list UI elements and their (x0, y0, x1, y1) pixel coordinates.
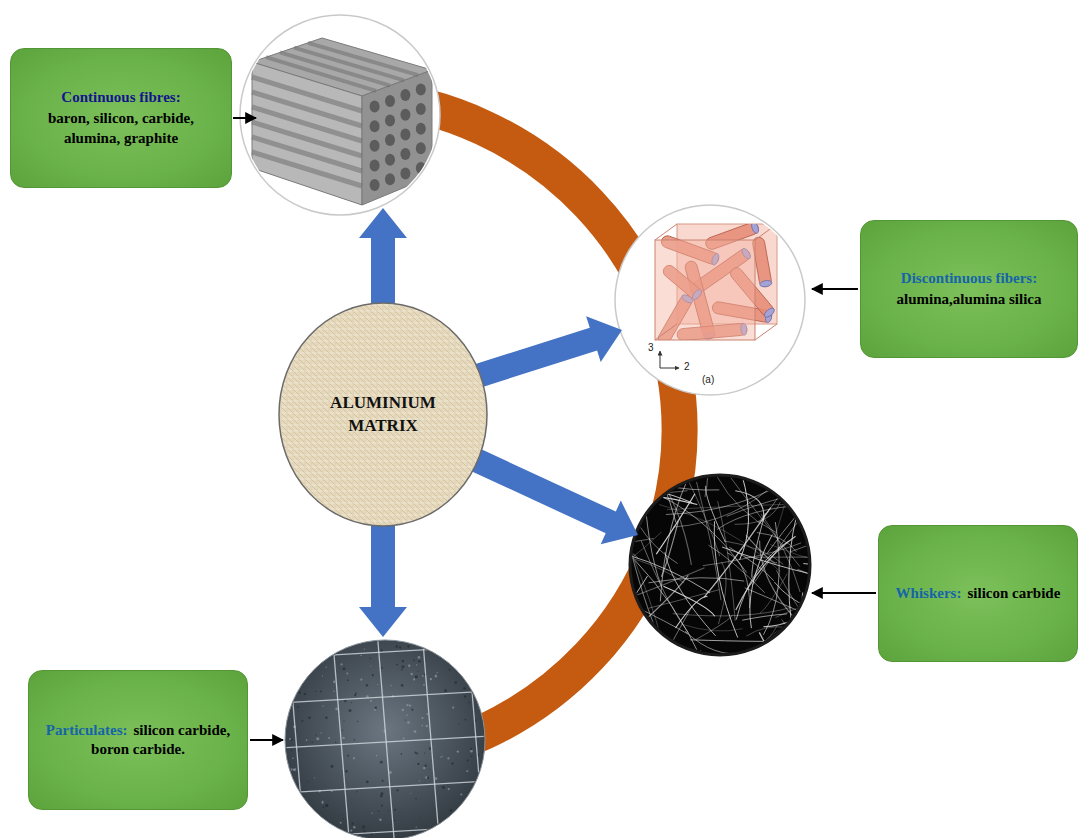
continuous-fibre-figure (240, 15, 440, 215)
category-box: Particulates:silicon carbide, boron carb… (28, 670, 248, 810)
category-box: Whiskers: silicon carbide (878, 525, 1078, 662)
block-arrow (359, 208, 407, 310)
category-members: baron, silicon, carbide, alumina, graphi… (27, 109, 215, 148)
block-arrow (461, 316, 622, 391)
matrix-circle: ALUMINIUM MATRIX (278, 302, 488, 527)
text-group: Discontinuous fibers:alumina,alumina sil… (877, 269, 1061, 310)
matrix-label: ALUMINIUM MATRIX (318, 392, 448, 438)
category-heading: Whiskers: (896, 584, 962, 604)
block-arrow (460, 444, 638, 544)
category-members: alumina,alumina silica (877, 290, 1061, 310)
text-group: Continuous fibres:baron, silicon, carbid… (27, 88, 215, 149)
block-arrow (359, 520, 407, 637)
category-heading: Discontinuous fibers: (877, 269, 1061, 289)
text-group: Whiskers: silicon carbide (895, 584, 1061, 604)
particulate-figure (280, 630, 490, 838)
category-heading: Particulates: (46, 721, 128, 741)
matrix-outline (278, 302, 488, 527)
text-group: ALUMINIUM MATRIX (318, 392, 448, 438)
category-box: Continuous fibres:baron, silicon, carbid… (10, 48, 232, 188)
figure-label: (a) (702, 374, 714, 385)
pointer-arrows (233, 118, 876, 740)
axis-label: 2 (684, 361, 690, 372)
text-group: Particulates:silicon carbide, boron carb… (45, 721, 231, 760)
axis-label: 3 (648, 342, 654, 353)
discontinuous-fibre-figure (615, 205, 805, 395)
category-members: silicon carbide (967, 585, 1060, 601)
category-heading: Continuous fibres: (27, 88, 215, 108)
category-box: Discontinuous fibers:alumina,alumina sil… (860, 220, 1078, 358)
